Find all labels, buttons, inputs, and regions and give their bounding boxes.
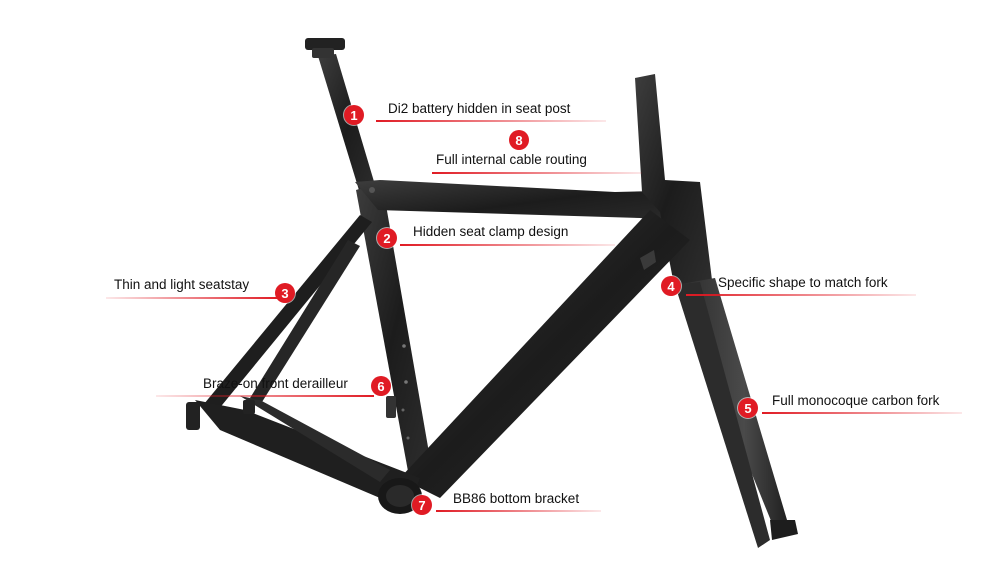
- callout-label-6: Braze-on front derailleur: [203, 376, 348, 391]
- bottom-bracket-shell: [378, 478, 422, 514]
- callout-label-2: Hidden seat clamp design: [413, 224, 569, 239]
- seat-tube: [356, 182, 432, 482]
- callout-badge-7: 7: [412, 495, 432, 515]
- callout-badge-3: 3: [275, 283, 295, 303]
- callout-label-3: Thin and light seatstay: [114, 277, 250, 292]
- head-tube: [635, 74, 712, 290]
- callout-label-7: BB86 bottom bracket: [453, 491, 580, 506]
- callout-badge-4: 4: [661, 276, 681, 296]
- callout-badge-5: 5: [738, 398, 758, 418]
- callout-rule-1: [376, 120, 606, 122]
- callout-rule-6: [156, 395, 374, 397]
- down-tube: [400, 210, 690, 498]
- callout-label-8: Full internal cable routing: [436, 152, 587, 167]
- callout-badge-8: 8: [509, 130, 529, 150]
- callout-rule-3: [106, 297, 278, 299]
- callout-badge-1: 1: [344, 105, 364, 125]
- chain-stays: [195, 396, 420, 505]
- callout-rule-4: [686, 294, 916, 296]
- callout-rule-7: [436, 510, 601, 512]
- callout-rule-8: [432, 172, 642, 174]
- callout-label-4: Specific shape to match fork: [718, 275, 888, 290]
- seat-stays: [204, 215, 372, 410]
- rear-dropout: [186, 400, 255, 430]
- callout-badge-2: 2: [377, 228, 397, 248]
- frame-detail-bolts: [369, 187, 656, 440]
- callout-rule-5: [762, 412, 962, 414]
- top-tube: [355, 180, 705, 225]
- callout-rule-2: [400, 244, 615, 246]
- seat-post: [305, 38, 378, 200]
- callout-label-1: Di2 battery hidden in seat post: [388, 101, 571, 116]
- fork: [675, 278, 798, 548]
- callout-label-5: Full monocoque carbon fork: [772, 393, 940, 408]
- callout-badge-6: 6: [371, 376, 391, 396]
